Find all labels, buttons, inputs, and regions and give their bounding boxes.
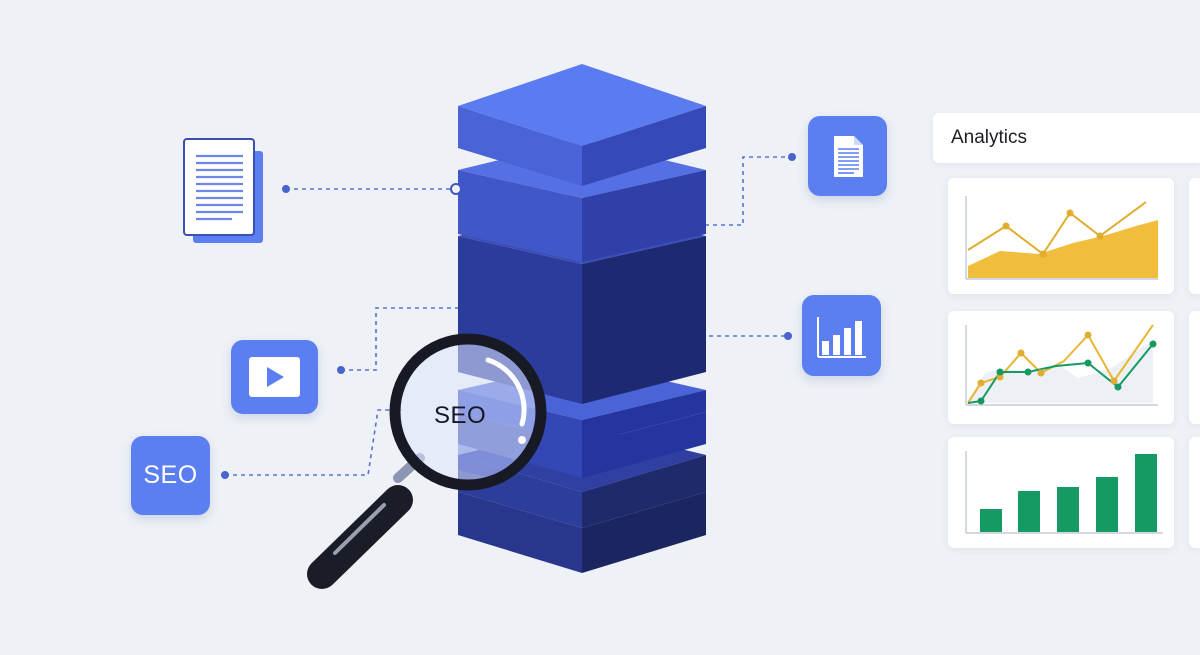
chart-card-bars [948,437,1174,548]
document-tile[interactable] [808,116,887,196]
analytics-panel-header: Analytics [933,113,1200,163]
seo-text-icon: SEO [143,461,198,489]
document-stack-icon [183,138,263,243]
video-tile[interactable] [231,340,318,414]
dual-line-chart [965,324,1158,406]
chart-card-area [948,178,1174,294]
connector-seo [225,409,402,476]
bar-chart-icon [817,317,866,358]
seo-tile[interactable]: SEO [131,436,210,515]
area-line-chart [965,196,1158,280]
chart-card-edge [1189,311,1200,424]
analytics-title: Analytics [951,127,1028,148]
lens-seo-label: SEO [434,402,487,429]
tower-slab-top [458,64,706,186]
chart-card-lines [948,311,1174,424]
play-icon [249,357,300,397]
connector-video [341,307,494,371]
chart-card-edge [1189,178,1200,294]
document-icon [834,136,863,177]
chart-card-edge [1189,437,1200,548]
bar-chart [965,451,1163,534]
magnifying-glass-icon [307,333,547,589]
bar-chart-tile[interactable] [802,295,881,376]
server-tower [450,64,706,573]
